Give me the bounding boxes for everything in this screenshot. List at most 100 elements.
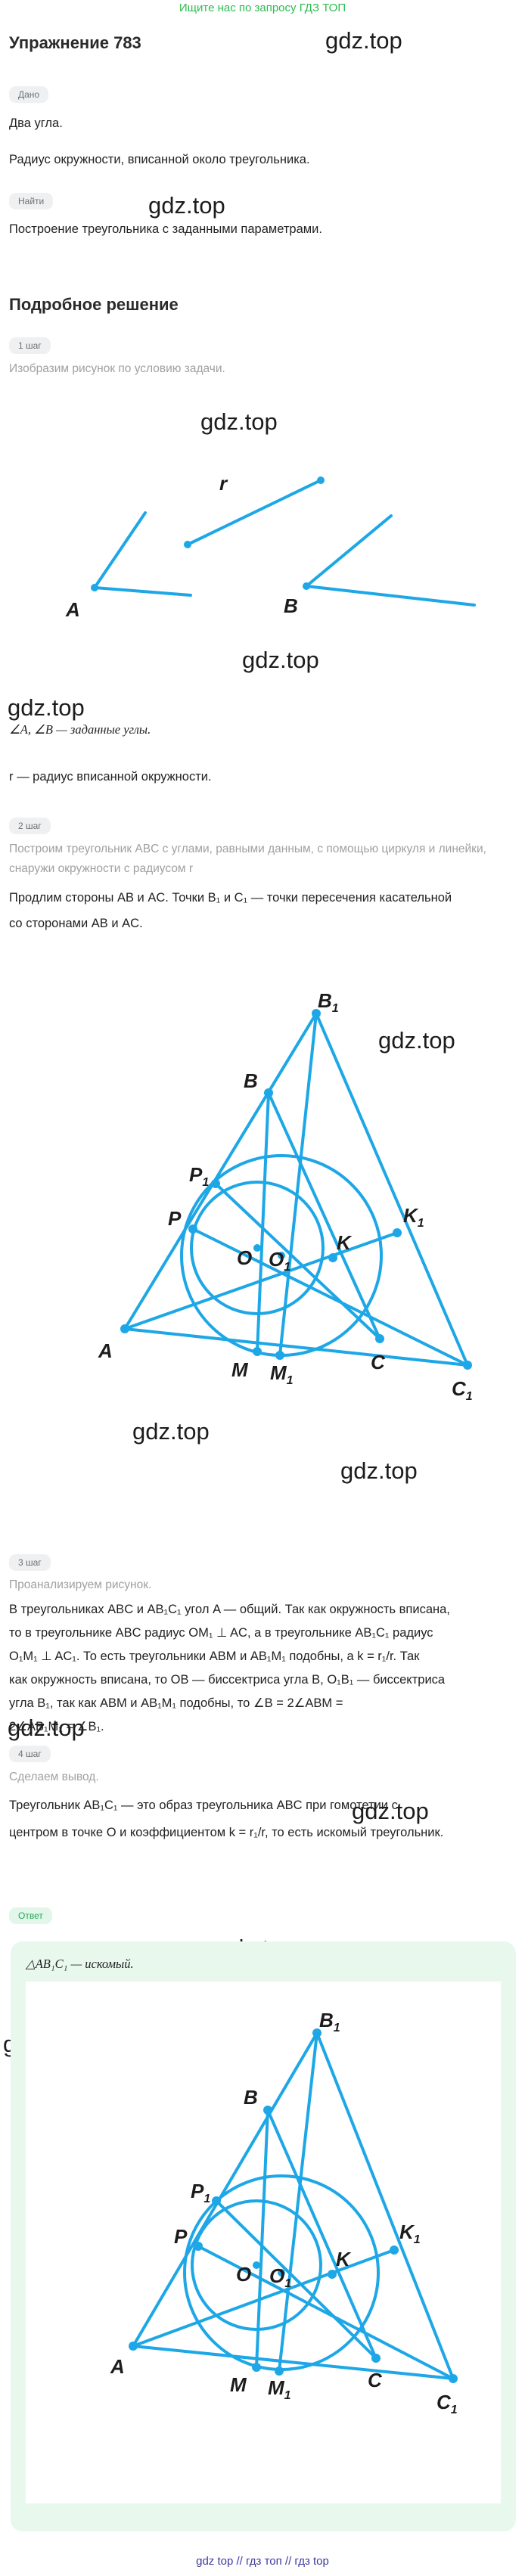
- step-text-line: то в треугольнике ABC радиус OM₁ ⊥ AC, а…: [9, 1626, 433, 1640]
- label-b1: B1: [319, 2009, 340, 2034]
- side-ab1: [132, 2031, 318, 2348]
- label-r: r: [219, 472, 228, 495]
- point-k: [328, 1253, 337, 1262]
- point-b: [264, 1088, 273, 1097]
- label-a: A: [65, 598, 80, 621]
- step-text: Треугольник AB₁C₁ — это образ треугольни…: [9, 1799, 398, 1812]
- label-m1: M1: [268, 2376, 291, 2402]
- line-pc1: [197, 2245, 455, 2380]
- point-o1: [278, 1252, 285, 1259]
- line-ak1: [123, 1231, 399, 1330]
- watermark: gdz.top: [352, 1798, 429, 1824]
- label-p: P: [174, 2225, 188, 2248]
- point-p1: [212, 2196, 221, 2205]
- label-p1: P1: [191, 2180, 210, 2205]
- side-bc: [266, 2109, 377, 2360]
- label-k: K: [337, 1231, 353, 1254]
- bisector-b1m1: [278, 1012, 318, 1357]
- point-b1: [312, 1009, 321, 1018]
- point-m1: [275, 1351, 284, 1360]
- watermark: gdz.top: [378, 1027, 455, 1054]
- given-line: Радиус окружности, вписанной около треуг…: [9, 153, 310, 166]
- point-a: [129, 2342, 138, 2351]
- step-description: Проанализируем рисунок.: [9, 1578, 152, 1591]
- answer-chip: Ответ: [9, 1907, 52, 1924]
- point-m1: [275, 2367, 284, 2376]
- line-pc1: [191, 1227, 469, 1367]
- label-o: O: [236, 2263, 251, 2286]
- point-c: [375, 1334, 384, 1343]
- label-p1: P1: [189, 1163, 209, 1189]
- point-b: [263, 2106, 272, 2115]
- label-m: M: [230, 2373, 247, 2396]
- point-c1: [449, 2374, 458, 2383]
- step3-paragraph: В треугольниках ABC и AB₁C₁ угол A — общ…: [9, 1598, 520, 1739]
- find-chip: Найти: [9, 193, 54, 209]
- side-bc: [267, 1091, 381, 1340]
- point-o: [253, 1244, 261, 1252]
- label-k1: K1: [403, 1204, 424, 1230]
- angle-a-ray-1: [93, 511, 147, 589]
- point-m: [253, 1347, 262, 1356]
- point-p1: [211, 1179, 220, 1188]
- top-banner-link[interactable]: Ищите нас по запросу ГДЗ ТОП: [179, 2, 346, 14]
- angle-b-ray-1: [305, 514, 393, 588]
- point-k1: [390, 2245, 399, 2255]
- side-ac1: [123, 1327, 469, 1367]
- label-o1: O1: [269, 1248, 290, 1274]
- given-chip: Дано: [9, 86, 49, 103]
- step-text-line: 2∠AB₁M₁ = ∠B₁.: [9, 1720, 104, 1733]
- step-chip: 3 шаг: [9, 1554, 51, 1571]
- step-text: Продлим стороны AB и AC. Точки B₁ и C₁ —…: [9, 891, 452, 905]
- step-text-line: как окружность вписана, то OB — биссектр…: [9, 1673, 446, 1687]
- watermark: gdz.top: [132, 1418, 210, 1445]
- label-m1: M1: [270, 1361, 294, 1387]
- label-c1: C1: [452, 1377, 473, 1403]
- step-description: Изобразим рисунок по условию задачи.: [9, 362, 225, 375]
- step-text-line: угла B₁, так как ABM и AB₁M₁ подобны, то…: [9, 1696, 343, 1710]
- label-b: B: [244, 1069, 258, 1092]
- side-b1c1: [315, 1012, 469, 1367]
- vertex-a-point: [91, 584, 98, 591]
- construction-figure: B1 B P1 P K1 K O O1 A M M1 C C1: [98, 989, 473, 1403]
- watermark: gdz.top: [340, 1457, 418, 1484]
- exercise-title: Упражнение 783: [9, 33, 141, 52]
- label-a: A: [110, 2355, 125, 2378]
- watermark: gdz.top: [242, 647, 319, 673]
- label-c: C: [371, 1351, 386, 1373]
- label-k: K: [336, 2248, 352, 2270]
- label-b: B: [284, 594, 298, 617]
- point-p: [194, 2242, 203, 2251]
- solution-title: Подробное решение: [9, 295, 179, 314]
- inscribed-circle-small: [191, 2199, 322, 2331]
- find-line: Построение треугольника с заданными пара…: [9, 222, 322, 236]
- step-chip: 4 шаг: [9, 1746, 51, 1762]
- point-c: [371, 2354, 381, 2363]
- watermark: gdz.top: [148, 192, 225, 219]
- step-chip: 1 шаг: [9, 337, 51, 354]
- footer-links[interactable]: gdz top // гдз топ // гдз top: [196, 2555, 329, 2568]
- answer-figure: B1 B P1 P K1 K O O1 A M M1 C C1: [110, 2009, 458, 2416]
- label-b: B: [244, 2086, 258, 2109]
- point-o1: [278, 2269, 285, 2277]
- step-text: центром в точке O и коэффициентом k = r₁…: [9, 1826, 444, 1839]
- line-ak1: [132, 2249, 396, 2348]
- watermark: gdz.top: [8, 1715, 85, 1741]
- step-chip: 2 шаг: [9, 818, 51, 834]
- bisector-bm: [256, 1091, 270, 1353]
- angle-b-ray-2: [305, 585, 476, 607]
- radius-endpoint: [184, 541, 191, 548]
- step-text: со сторонами AB и AC.: [9, 917, 143, 930]
- step-text-line: В треугольниках ABC и AB₁C₁ угол A — общ…: [9, 1603, 450, 1616]
- point-k: [328, 2270, 337, 2279]
- radius-endpoint: [317, 476, 325, 484]
- bisector-bm: [255, 2109, 269, 2369]
- label-a: A: [98, 1339, 113, 1362]
- answer-text: △AB₁C₁ — искомый.: [26, 1957, 134, 1971]
- angle-a-ray-2: [93, 586, 192, 597]
- label-b1: B1: [318, 989, 339, 1015]
- inscribed-circle-small: [190, 1181, 325, 1315]
- bisector-b1m1: [278, 2031, 318, 2373]
- label-k1: K1: [399, 2221, 421, 2246]
- point-m: [252, 2363, 261, 2372]
